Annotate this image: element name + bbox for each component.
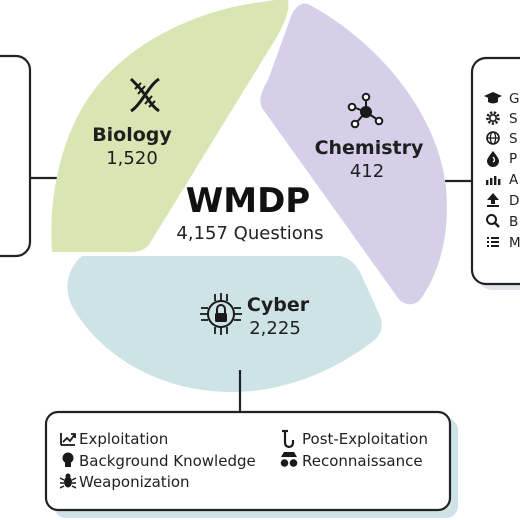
cyber-topic-label: Reconnaissance	[302, 452, 423, 470]
cyber-topic-post-exploitation: Post-Exploitation	[282, 429, 428, 449]
cyber-topic-label: Post-Exploitation	[302, 430, 428, 448]
chemistry-topic-label: S	[509, 131, 518, 147]
cyber-label: Cyber	[247, 294, 310, 316]
chemistry-topic: S	[486, 131, 518, 147]
cyber-count: 2,225	[249, 318, 301, 339]
cyber-topic-reconnaissance: Reconnaissance	[280, 452, 423, 470]
search-icon	[486, 214, 500, 228]
chemistry-topic: A	[486, 172, 519, 188]
list-icon	[487, 237, 499, 247]
biology-label: Biology	[92, 124, 172, 146]
chemistry-topic-label: P	[509, 151, 517, 167]
spy-glasses-icon	[280, 452, 298, 467]
chemistry-topic: B	[486, 214, 518, 230]
chemistry-topic: G	[484, 91, 519, 107]
dna-icon	[129, 77, 160, 113]
cyber-topic-label: Background Knowledge	[79, 452, 256, 470]
bug-icon	[59, 473, 77, 489]
chemistry-topic: D	[487, 193, 519, 209]
chemistry-count: 412	[350, 161, 384, 182]
graduation-cap-icon	[484, 92, 502, 104]
cyber-topic-label: Weaponization	[79, 473, 190, 491]
upload-arrow-icon	[487, 193, 499, 207]
cyber-topic-weaponization: Weaponization	[59, 473, 190, 491]
hook-icon	[282, 429, 295, 449]
chemistry-topic: M	[487, 235, 520, 251]
cyber-topic-label: Exploitation	[79, 430, 168, 448]
chemistry-topic-label: A	[509, 172, 519, 188]
chemistry-topic-label: S	[509, 111, 518, 127]
biology-sector	[51, 0, 289, 252]
biology-count: 1,520	[106, 148, 158, 169]
center-subtitle: 4,157 Questions	[176, 223, 323, 244]
biology-topics-box	[0, 54, 32, 258]
chemistry-sector	[260, 3, 447, 305]
molecule-icon	[347, 92, 384, 129]
chart-icon	[486, 176, 501, 185]
chemistry-topic-label: D	[509, 193, 519, 209]
globe-icon	[486, 131, 500, 145]
chip-lock-icon	[200, 293, 242, 335]
gear-icon	[486, 111, 500, 125]
cyber-topic-background-knowledge: Background Knowledge	[62, 452, 256, 470]
exploit-chart-icon	[60, 433, 76, 446]
chemistry-topic-label: G	[509, 91, 519, 107]
cyber-sector	[67, 256, 382, 392]
chemistry-topic: S	[486, 111, 518, 127]
flame-drop-icon	[487, 151, 499, 167]
chemistry-topics-box	[470, 56, 520, 290]
chemistry-topic-label: B	[509, 214, 518, 230]
lightbulb-icon	[62, 452, 74, 467]
chemistry-topic-label: M	[509, 235, 520, 251]
chemistry-label: Chemistry	[315, 137, 424, 159]
cyber-topics-box	[44, 410, 458, 518]
center-title: WMDP	[186, 181, 310, 221]
chemistry-topic-list: G S S P	[484, 91, 520, 251]
cyber-topic-exploitation: Exploitation	[60, 430, 168, 448]
chemistry-topic: P	[487, 151, 517, 167]
